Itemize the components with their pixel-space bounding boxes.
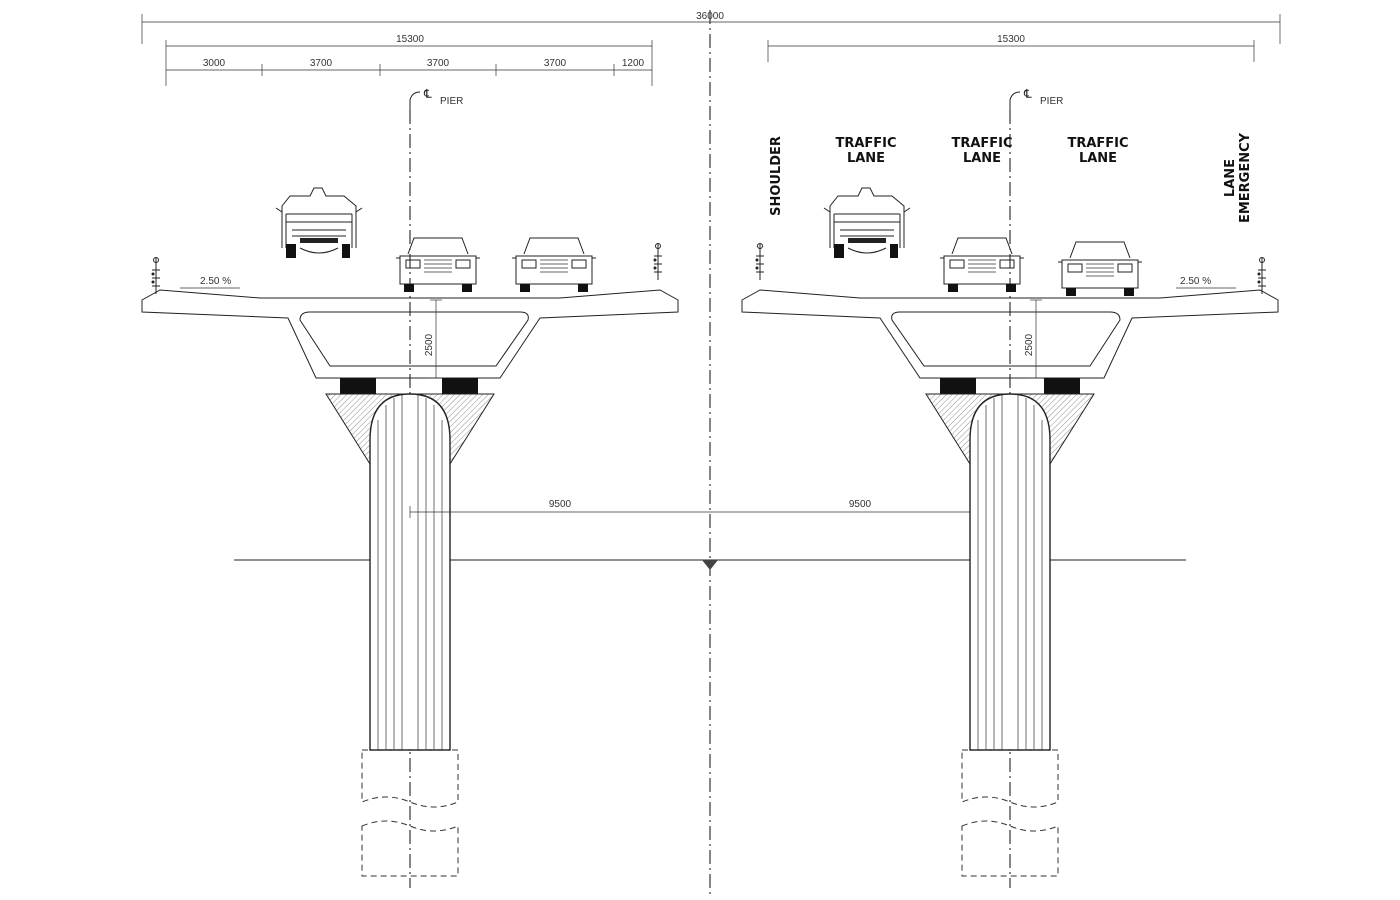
right-box-void xyxy=(891,311,1121,367)
emergency-lane-label-line1: LANE xyxy=(1223,159,1238,197)
left-car-1 xyxy=(395,237,481,293)
left-offset-text: 9500 xyxy=(549,499,572,510)
segment-dimension-1: 3000 xyxy=(203,58,226,69)
traffic-lane-3-label-line1: TRAFFIC xyxy=(1067,136,1128,151)
left-deck-dimension-text: 15300 xyxy=(396,34,424,45)
left-bearing-1 xyxy=(340,378,376,394)
left-pile xyxy=(361,749,459,808)
right-offset-text: 9500 xyxy=(849,499,872,510)
right-car-1 xyxy=(939,237,1025,293)
ground-level-marker xyxy=(702,560,718,570)
right-bearing-2 xyxy=(1044,378,1080,394)
right-deck-dimension-text: 15300 xyxy=(997,34,1025,45)
traffic-lane-1-label-line2: LANE xyxy=(847,151,885,166)
left-cl-symbol: ℄ xyxy=(423,87,432,101)
right-car-2 xyxy=(1057,241,1143,297)
emergency-lane-label-line2: EMERGENCY xyxy=(1238,132,1253,223)
right-deck-outline xyxy=(741,289,1279,379)
segment-dimension-2: 3700 xyxy=(310,58,333,69)
right-deck-dimension: 15300 xyxy=(767,34,1255,62)
left-slope-text: 2.50 % xyxy=(200,276,231,287)
segment-dimension-3: 3700 xyxy=(427,58,450,69)
right-truck xyxy=(823,187,911,259)
right-height-text: 2500 xyxy=(1024,333,1035,356)
right-pier-column xyxy=(969,393,1051,751)
right-bearing-1 xyxy=(940,378,976,394)
segment-dimension-4: 3700 xyxy=(544,58,567,69)
left-pier-column xyxy=(369,393,451,751)
left-segment-dimensions: 3000 3700 3700 3700 1200 xyxy=(166,58,652,76)
traffic-lane-1-label-line1: TRAFFIC xyxy=(835,136,896,151)
left-deck-outline xyxy=(141,289,679,379)
traffic-lane-2-label-line2: LANE xyxy=(963,151,1001,166)
traffic-lane-3-label-line2: LANE xyxy=(1079,151,1117,166)
left-bearing-2 xyxy=(442,378,478,394)
right-bridge: ℄ PIER SHOULDER TRAFFIC LANE TRAFFIC LAN… xyxy=(741,87,1279,888)
traffic-lane-2-label-line1: TRAFFIC xyxy=(951,136,1012,151)
left-car-2 xyxy=(511,237,597,293)
left-pier-label: PIER xyxy=(440,96,463,107)
right-cl-symbol: ℄ xyxy=(1023,87,1032,101)
segment-dimension-5: 1200 xyxy=(622,58,645,69)
left-height-text: 2500 xyxy=(424,333,435,356)
right-pier-label: PIER xyxy=(1040,96,1063,107)
left-box-void xyxy=(299,311,529,367)
left-deck-dimension: 15300 xyxy=(165,34,653,86)
overall-dimension: 36000 xyxy=(141,11,1281,44)
right-pile xyxy=(961,749,1059,808)
left-bridge: ℄ PIER 2.50 % 2500 xyxy=(141,87,679,888)
left-truck xyxy=(275,187,363,259)
right-slope-text: 2.50 % xyxy=(1180,276,1211,287)
shoulder-label: SHOULDER xyxy=(769,136,784,216)
